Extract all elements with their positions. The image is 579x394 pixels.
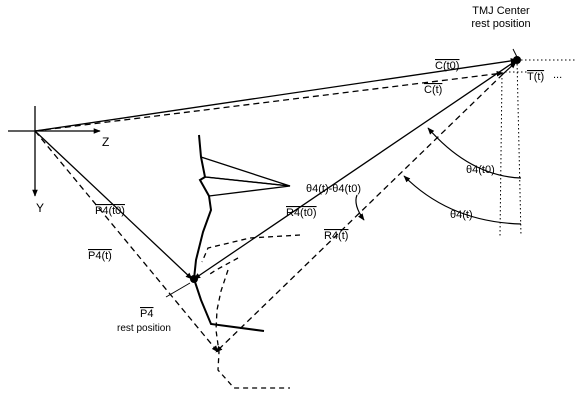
z-axis-label: Z [102, 135, 109, 149]
r4-t0-label: R4(t0) [286, 207, 317, 219]
p4-rest-point [190, 275, 198, 283]
coordinate-axes [8, 106, 101, 197]
p4-rest-caption: rest position [117, 323, 171, 334]
p4-t0-label: P4(t0) [95, 205, 125, 217]
t-t-label: T(t) [527, 71, 544, 83]
mandible-profile-displaced [201, 234, 301, 389]
theta-diff-arc-arrow [355, 194, 365, 221]
tmj-rest-position-label: rest position [471, 18, 530, 30]
p4-t-label: P4(t) [88, 250, 112, 262]
theta-diff-label: θ4(t)-θ4(t0) [306, 183, 361, 195]
p4-t0-vector [34, 130, 193, 280]
theta4-t-arc [403, 175, 522, 225]
p4-t-vector [34, 130, 219, 353]
theta4-t0-label: θ4(t0) [466, 164, 495, 176]
c-t0-label: C(t0) [435, 60, 459, 72]
c-t-vector [34, 70, 504, 132]
theta4-t0-arc [427, 127, 522, 179]
t-t-dots: ... [553, 69, 562, 81]
theta4-t-label: θ4(t) [450, 209, 473, 221]
r4-t0-vector [193, 59, 518, 280]
y-axis-label: Y [36, 201, 44, 215]
c-t0-vector [34, 58, 518, 132]
r4-t-vector [215, 73, 504, 353]
p4-rest-symbol: P4 [140, 308, 153, 320]
tmj-reference-dotted-lines [499, 59, 575, 237]
p4-rest-pointer-line [165, 282, 191, 298]
tmj-center-label: TMJ Center [472, 5, 530, 17]
tmj-center-point [513, 56, 521, 64]
t-t-vector [502, 61, 517, 75]
r4-t-label: R4(t) [324, 230, 348, 242]
tmj-pointer-line [512, 48, 518, 58]
c-t-label: C(t) [424, 84, 442, 96]
mandible-profile-rest [192, 134, 291, 332]
